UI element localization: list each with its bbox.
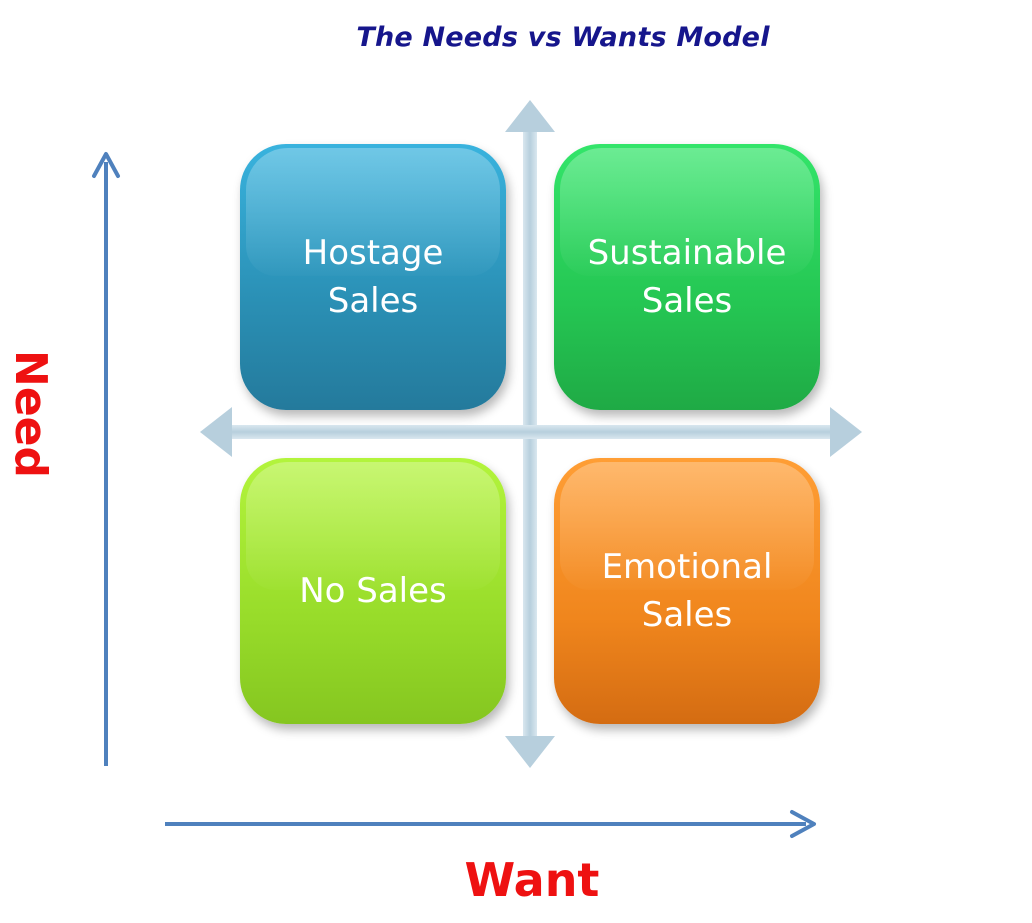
need-axis-arrow bbox=[92, 152, 120, 766]
quadrant-label: Sustainable Sales bbox=[587, 233, 787, 321]
quadrant-label: Emotional Sales bbox=[601, 547, 773, 635]
quadrant-hostage-sales: Hostage Sales bbox=[240, 144, 506, 410]
need-axis-label: Need bbox=[5, 350, 56, 479]
want-axis-label: Want bbox=[464, 853, 600, 907]
cross-horizontal-arrow bbox=[200, 407, 862, 457]
quadrant-label: No Sales bbox=[299, 571, 447, 611]
want-axis-arrow bbox=[165, 810, 816, 838]
quadrant-label: Hostage Sales bbox=[302, 233, 444, 321]
quadrant-emotional-sales: Emotional Sales bbox=[554, 458, 820, 724]
quadrant-no-sales: No Sales bbox=[240, 458, 506, 724]
diagram-title: The Needs vs Wants Model bbox=[356, 22, 770, 53]
quadrant-sustainable-sales: Sustainable Sales bbox=[554, 144, 820, 410]
